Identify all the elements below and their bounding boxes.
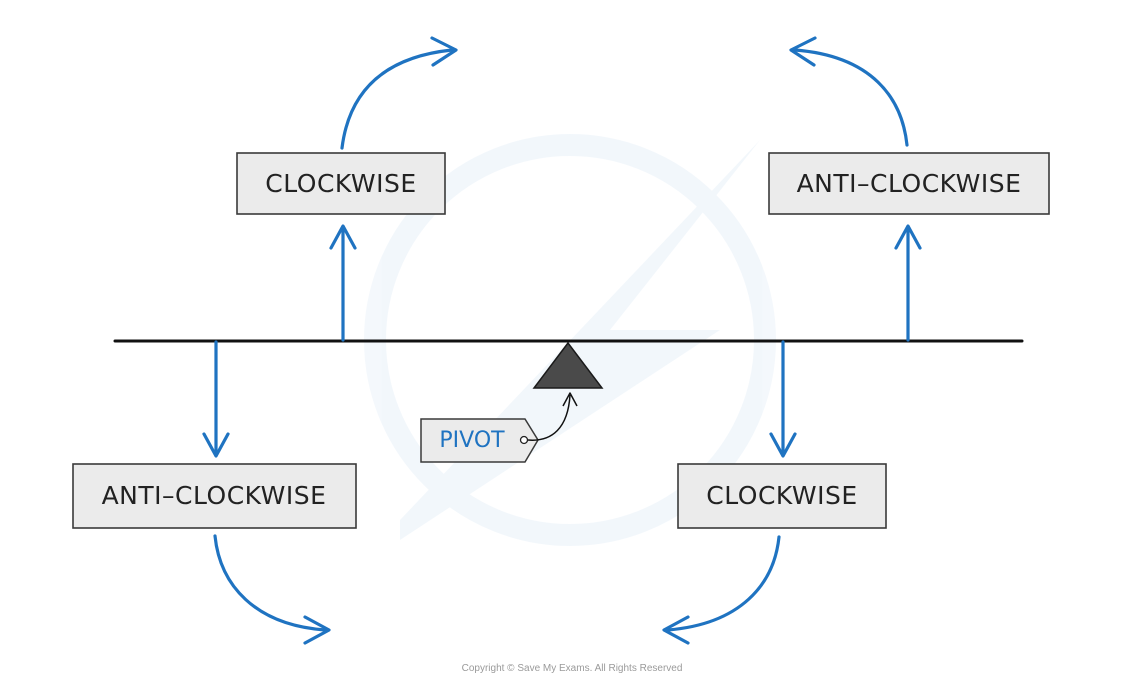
pivot-triangle (532, 341, 604, 389)
force-arrow-down-right (769, 340, 797, 458)
pivot-label: PIVOT (439, 428, 505, 453)
rotation-arrow-clockwise-bottom (662, 535, 781, 645)
box-label-top-right: ANTI–CLOCKWISE (797, 169, 1022, 198)
force-arrow-up-right (894, 224, 922, 342)
force-arrow-up-left (329, 224, 357, 342)
box-label-bottom-left: ANTI–CLOCKWISE (102, 481, 327, 510)
label-box-bottom-right: CLOCKWISE (677, 463, 887, 529)
label-box-top-right: ANTI–CLOCKWISE (768, 152, 1050, 215)
pivot-tag: PIVOT (420, 418, 539, 463)
force-arrow-down-left (202, 340, 230, 458)
rotation-arrow-anticlockwise-bottom (213, 534, 331, 645)
rotation-arrow-anticlockwise-top (789, 36, 909, 147)
rotation-arrow-clockwise-top (340, 36, 458, 150)
copyright-text: Copyright © Save My Exams. All Rights Re… (462, 663, 683, 674)
box-label-bottom-right: CLOCKWISE (706, 481, 857, 510)
label-box-top-left: CLOCKWISE (236, 152, 446, 215)
pivot-pointer-arrow (527, 392, 578, 441)
label-box-bottom-left: ANTI–CLOCKWISE (72, 463, 357, 529)
box-label-top-left: CLOCKWISE (265, 169, 416, 198)
